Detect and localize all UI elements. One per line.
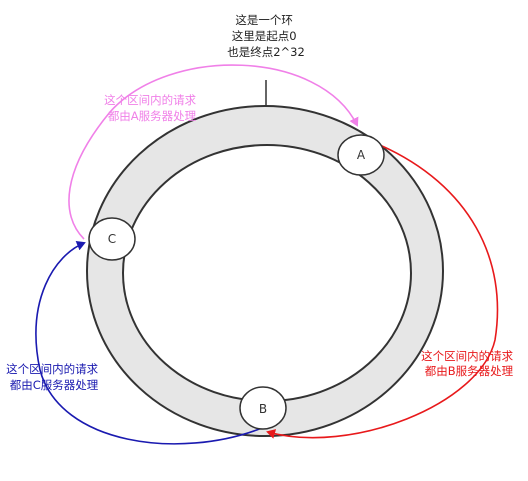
annotation-a: 这个区间内的请求 都由A服务器处理 xyxy=(104,93,200,123)
annotation-c: 这个区间内的请求 都由C服务器处理 xyxy=(6,362,102,392)
ring-note-line: 这是一个环 xyxy=(235,13,293,27)
annotation-c-line: 这个区间内的请求 xyxy=(6,362,98,376)
server-node-b[interactable]: B xyxy=(239,386,287,430)
ring-note-line: 这里是起点0 xyxy=(232,29,297,43)
annotation-b-line: 这个区间内的请求 xyxy=(421,349,513,363)
annotation-a-line: 都由A服务器处理 xyxy=(108,109,197,123)
ring-note: 这是一个环 这里是起点0 也是终点2^32 xyxy=(227,13,305,59)
annotation-c-line: 都由C服务器处理 xyxy=(10,378,99,392)
range-arrow-c xyxy=(35,241,263,445)
annotation-b: 这个区间内的请求 都由B服务器处理 xyxy=(421,349,517,378)
range-arrow-b xyxy=(266,144,499,439)
server-node-c[interactable]: C xyxy=(88,217,136,261)
annotation-a-line: 这个区间内的请求 xyxy=(104,93,196,107)
annotation-b-line: 都由B服务器处理 xyxy=(425,364,514,378)
server-node-a-label: A xyxy=(357,148,366,162)
range-arrow-a xyxy=(68,64,359,240)
server-node-b-label: B xyxy=(259,402,267,416)
ring-note-line: 也是终点2^32 xyxy=(227,45,305,59)
server-node-c-label: C xyxy=(108,232,116,246)
server-node-a[interactable]: A xyxy=(337,134,385,176)
hash-ring xyxy=(85,105,445,437)
